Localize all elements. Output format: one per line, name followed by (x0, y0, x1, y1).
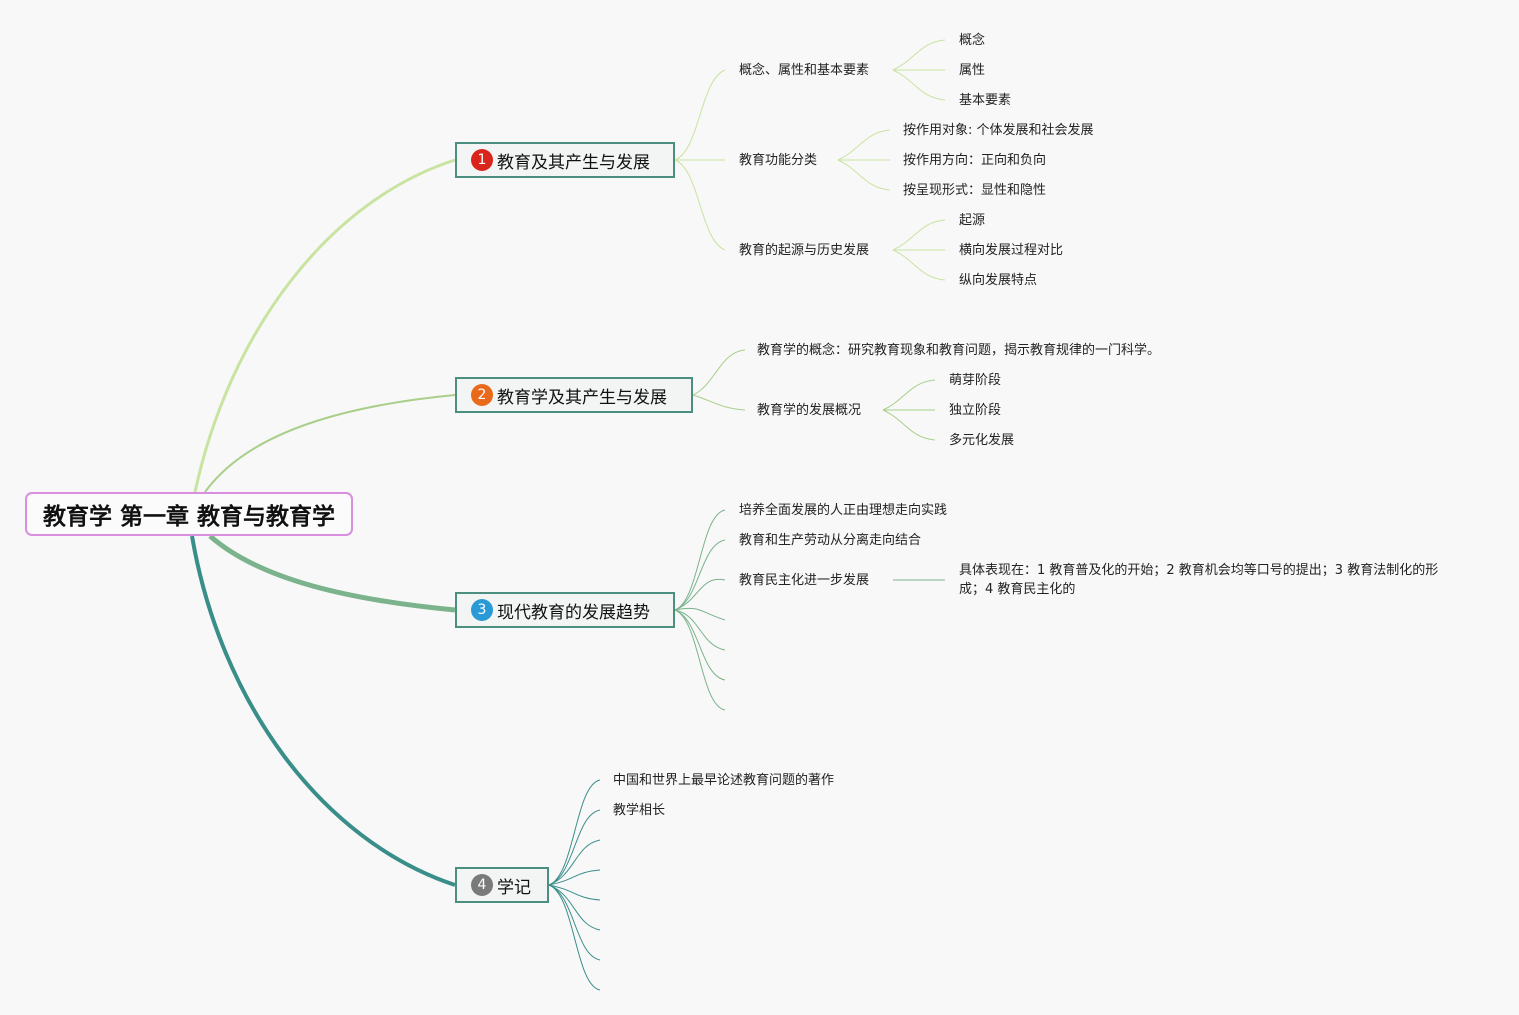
subtopic[interactable]: 概念、属性和基本要素 (739, 63, 870, 78)
connector-root-b3 (208, 534, 456, 613)
priority-3-icon: 3 (471, 599, 493, 621)
root-topic-label: 教育学 第一章 教育与教育学 (42, 504, 335, 530)
subtopic-leaf[interactable]: 属性 (959, 63, 986, 78)
subtopic[interactable]: 教育民主化进一步发展 (739, 573, 870, 588)
subtopic[interactable]: 教育学的发展概况 (757, 403, 862, 418)
branch-2-topic[interactable]: 2 教育学及其产生与发展 (455, 377, 693, 413)
connector-root-b4 (190, 535, 456, 887)
subtopic-leaf[interactable]: 横向发展过程对比 (959, 243, 1064, 258)
priority-1-icon: 1 (471, 149, 493, 171)
branch-4-topic[interactable]: 4 学记 (455, 867, 549, 903)
branch-2-label: 教育学及其产生与发展 (497, 387, 667, 408)
subtopic-leaf[interactable]: 多元化发展 (949, 433, 1015, 448)
subtopic-leaf[interactable]: 按呈现形式：显性和隐性 (903, 183, 1047, 198)
subtopic[interactable]: 中国和世界上最早论述教育问题的著作 (613, 773, 835, 788)
subtopic-leaf[interactable]: 独立阶段 (949, 403, 1002, 418)
connector-root-b1 (193, 158, 456, 493)
connectors-b1 (674, 39, 946, 281)
branch-4-label: 学记 (497, 877, 531, 898)
branch-1-label: 教育及其产生与发展 (497, 152, 650, 173)
root-topic[interactable]: 教育学 第一章 教育与教育学 (25, 492, 353, 536)
subtopic-leaf[interactable]: 纵向发展特点 (959, 273, 1038, 288)
connectors-b2 (692, 349, 936, 441)
subtopic[interactable]: 教育学的概念：研究教育现象和教育问题，揭示教育规律的一门科学。 (757, 343, 1161, 358)
subtopic[interactable]: 教育的起源与历史发展 (739, 243, 870, 258)
subtopic[interactable]: 教育和生产劳动从分离走向结合 (739, 533, 922, 548)
subtopic-leaf[interactable]: 按作用方向：正向和负向 (903, 153, 1047, 168)
subtopic-leaf[interactable]: 萌芽阶段 (949, 373, 1002, 388)
priority-2-icon: 2 (471, 384, 493, 406)
subtopic-leaf[interactable]: 起源 (959, 213, 986, 228)
connectors-b3 (674, 509, 945, 711)
subtopic[interactable]: 培养全面发展的人正由理想走向实践 (739, 503, 948, 518)
branch-3-label: 现代教育的发展趋势 (497, 602, 650, 623)
subtopic-leaf[interactable]: 概念 (959, 33, 986, 48)
subtopic-leaf[interactable]: 基本要素 (959, 93, 1012, 108)
subtopic-leaf[interactable]: 具体表现在：1 教育普及化的开始；2 教育机会均等口号的提出；3 教育法制化的形… (959, 563, 1439, 597)
subtopic[interactable]: 教学相长 (613, 803, 666, 818)
branch-1-topic[interactable]: 1 教育及其产生与发展 (455, 142, 675, 178)
branch-3-topic[interactable]: 3 现代教育的发展趋势 (455, 592, 675, 628)
subtopic-leaf[interactable]: 按作用对象: 个体发展和社会发展 (903, 123, 1094, 138)
subtopic[interactable]: 教育功能分类 (739, 153, 818, 168)
priority-4-icon: 4 (471, 874, 493, 896)
connector-root-b2 (204, 394, 456, 493)
connectors-b4 (548, 779, 601, 991)
